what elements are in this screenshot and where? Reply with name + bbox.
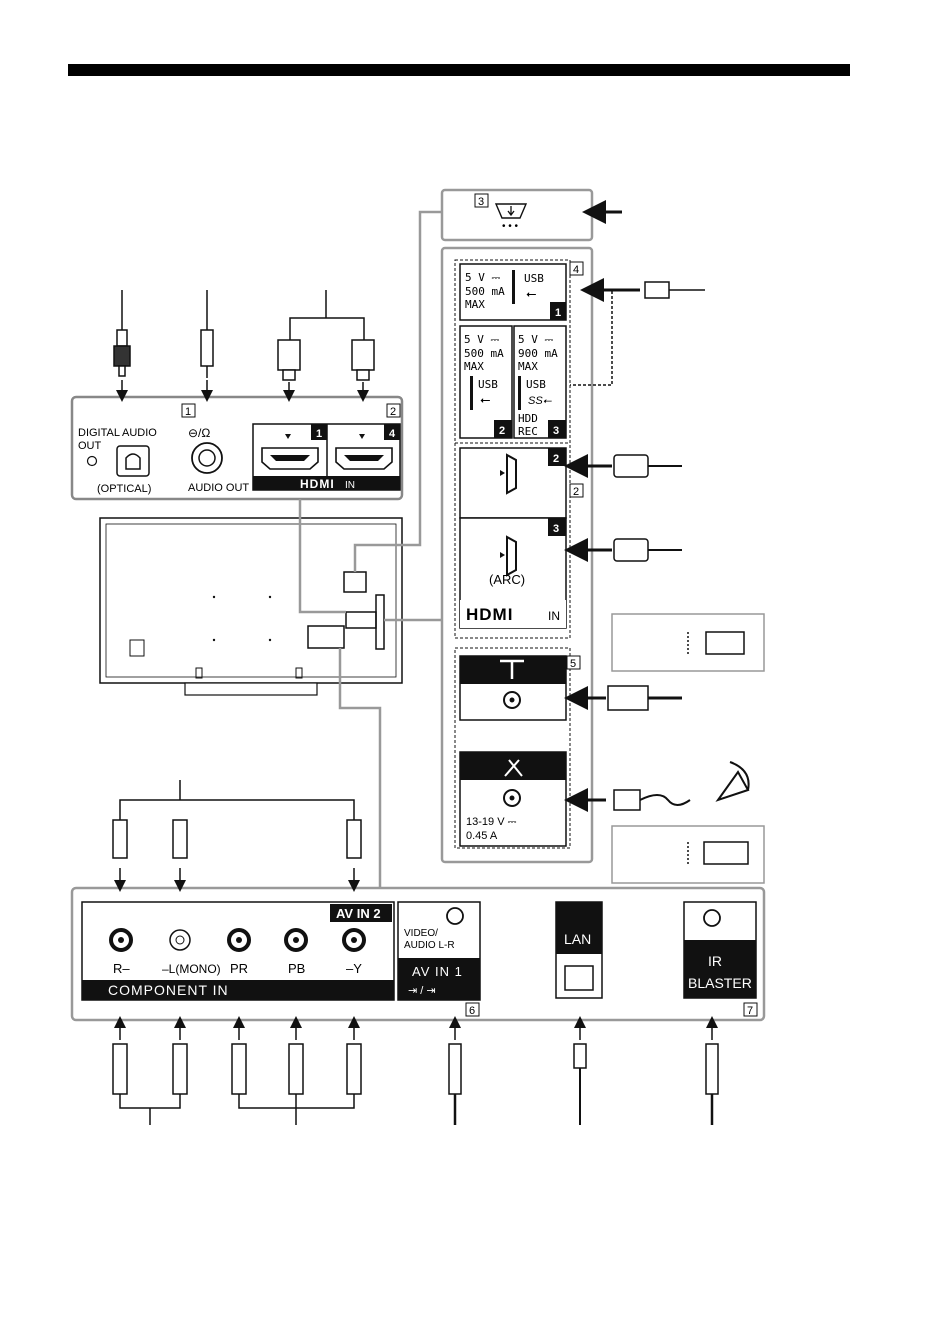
svg-text:13-19 V ⎓: 13-19 V ⎓ xyxy=(466,816,517,828)
top-left-cables xyxy=(114,290,374,396)
right-cables xyxy=(570,282,764,883)
jack-pr[interactable] xyxy=(229,930,249,950)
svg-text:SS⭠: SS⭠ xyxy=(528,395,553,407)
svg-text:REC: REC xyxy=(518,425,538,438)
component-in-label: COMPONENT IN xyxy=(108,982,229,998)
svg-text:4: 4 xyxy=(573,264,579,276)
svg-text:IN: IN xyxy=(345,480,355,491)
lan-port[interactable]: LAN xyxy=(556,902,602,998)
svg-text:2: 2 xyxy=(499,425,505,437)
svg-text:• • •: • • • xyxy=(502,221,519,232)
optical-label: (OPTICAL) xyxy=(97,483,151,495)
svg-text:PB: PB xyxy=(288,961,305,976)
av-in-2-label: AV IN 2 xyxy=(336,906,381,921)
svg-text:HDD: HDD xyxy=(518,412,538,425)
usb-3-port[interactable]: 5 V ⎓ 900 mA MAX USB SS⭠ HDD REC 3 xyxy=(514,326,566,438)
usb-2-port[interactable]: 5 V ⎓ 500 mA MAX USB ⭠ 2 xyxy=(460,326,512,438)
svg-text:5: 5 xyxy=(570,658,576,670)
svg-text:2: 2 xyxy=(573,486,579,498)
svg-text:5 V ⎓: 5 V ⎓ xyxy=(465,271,500,284)
audio-out-label: AUDIO OUT xyxy=(188,482,249,494)
audio-out-symbol: ⊖/Ω xyxy=(188,426,210,440)
av-in-1-jack[interactable]: VIDEO/ AUDIO L-R AV IN 1 ⇥ / ⇥ xyxy=(398,902,480,1000)
svg-text:⇥ / ⇥: ⇥ / ⇥ xyxy=(408,985,436,997)
hdmi-2-port[interactable]: 2 xyxy=(460,448,566,518)
svg-text:MAX: MAX xyxy=(464,360,484,373)
svg-text:⭠: ⭠ xyxy=(526,286,536,301)
svg-text:USB: USB xyxy=(524,272,544,285)
terrestrial-input[interactable] xyxy=(460,656,566,720)
svg-text:IR: IR xyxy=(708,953,722,969)
svg-text:0.45 A: 0.45 A xyxy=(466,830,498,842)
svg-text:USB: USB xyxy=(478,378,498,391)
svg-text:(ARC): (ARC) xyxy=(489,572,525,587)
svg-text:–Y: –Y xyxy=(346,961,362,976)
jack-pb[interactable] xyxy=(286,930,306,950)
svg-text:500 mA: 500 mA xyxy=(465,285,505,298)
optical-port[interactable] xyxy=(117,446,149,476)
svg-text:MAX: MAX xyxy=(518,360,538,373)
svg-text:7: 7 xyxy=(747,1005,753,1017)
svg-text:3: 3 xyxy=(478,196,484,208)
svg-text:USB: USB xyxy=(526,378,546,391)
svg-text:2: 2 xyxy=(553,453,559,465)
svg-text:500 mA: 500 mA xyxy=(464,347,504,360)
right-panel: 5 V ⎓ 500 mA MAX USB ⭠ 1 4 5 V ⎓ 500 mA … xyxy=(442,248,592,862)
hdmi-3-port[interactable]: 3 (ARC) HDMI IN xyxy=(460,518,566,628)
svg-text:BLASTER: BLASTER xyxy=(688,975,752,991)
svg-text:1: 1 xyxy=(555,307,561,319)
svg-text:3: 3 xyxy=(553,425,559,437)
svg-text:5 V ⎓: 5 V ⎓ xyxy=(518,333,553,346)
svg-text:IN: IN xyxy=(548,609,560,623)
svg-text:AUDIO L-R: AUDIO L-R xyxy=(404,940,455,951)
hdmi-logo-left: HDMI xyxy=(300,477,335,491)
svg-text:5 V ⎓: 5 V ⎓ xyxy=(464,333,499,346)
svg-text:VIDEO/: VIDEO/ xyxy=(404,928,438,939)
ir-blaster-jack[interactable]: IR BLASTER xyxy=(684,902,756,998)
satellite-input[interactable]: 13-19 V ⎓ 0.45 A xyxy=(460,752,566,846)
svg-text:MAX: MAX xyxy=(465,298,485,311)
bottom-panel: COMPONENT IN AV IN 2 R– –L(MONO) PR PB –… xyxy=(72,888,764,1020)
svg-text:4: 4 xyxy=(389,428,396,440)
svg-text:⭠: ⭠ xyxy=(480,392,490,407)
svg-text:–L(MONO): –L(MONO) xyxy=(162,962,221,976)
svg-text:2: 2 xyxy=(390,406,396,418)
svg-text:R–: R– xyxy=(113,961,130,976)
svg-text:AV IN 1: AV IN 1 xyxy=(412,964,463,979)
svg-text:900 mA: 900 mA xyxy=(518,347,558,360)
digital-audio-out-label: OUT xyxy=(78,440,102,452)
svg-text:LAN: LAN xyxy=(564,931,591,947)
digital-audio-label: DIGITAL AUDIO xyxy=(78,427,157,439)
svg-text:6: 6 xyxy=(469,1005,475,1017)
svg-text:1: 1 xyxy=(316,428,322,440)
jack-r[interactable] xyxy=(111,930,131,950)
svg-text:3: 3 xyxy=(553,523,559,535)
hdmi-logo-right: HDMI xyxy=(466,605,513,624)
jack-l[interactable] xyxy=(170,930,190,950)
svg-text:1: 1 xyxy=(185,406,191,418)
remote-sensor-panel: 3 • • • xyxy=(442,190,622,240)
svg-text:PR: PR xyxy=(230,961,248,976)
jack-y[interactable] xyxy=(344,930,364,950)
top-left-panel: DIGITAL AUDIO OUT (OPTICAL) ⊖/Ω AUDIO OU… xyxy=(72,397,402,499)
header-bar xyxy=(68,64,850,76)
usb-1-port[interactable]: 5 V ⎓ 500 mA MAX USB ⭠ 1 xyxy=(460,264,566,320)
